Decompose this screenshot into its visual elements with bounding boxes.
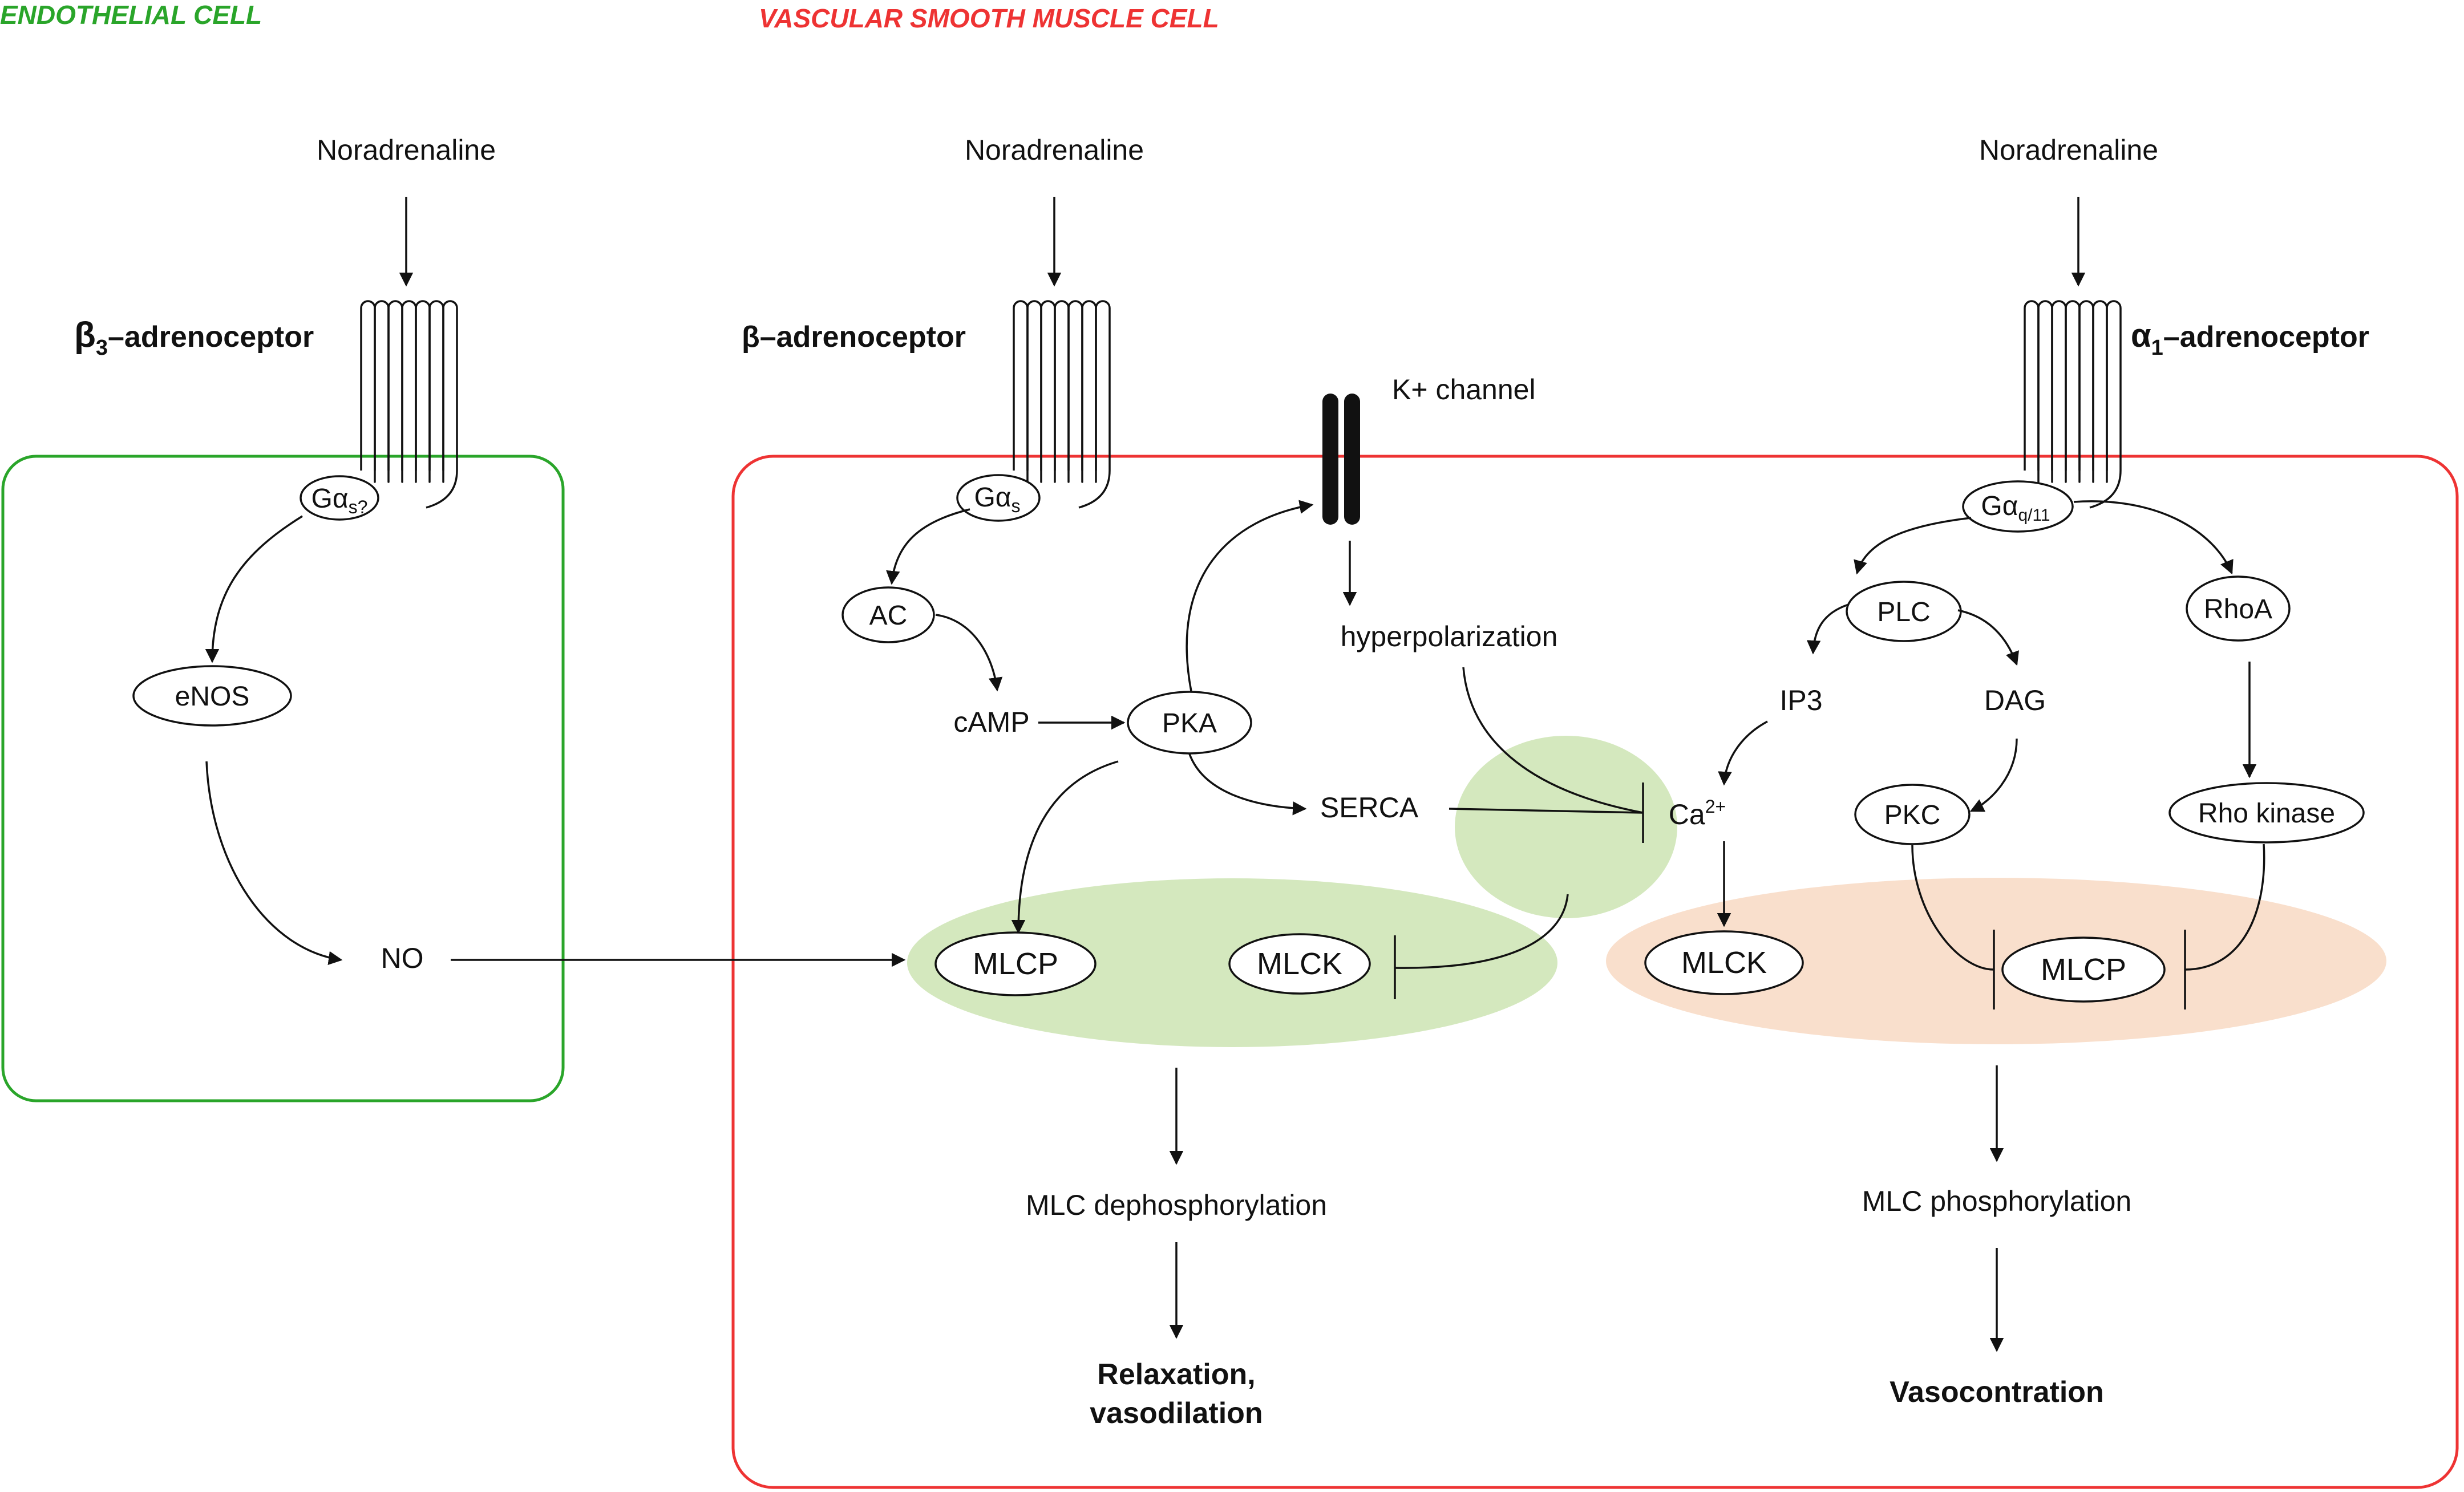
mlc-phosphorylation-label: MLC phosphorylation (1862, 1185, 2132, 1217)
arrow-ip3-ca (1718, 720, 1768, 786)
svg-text:Gαs?: Gαs? (311, 484, 368, 517)
svg-text:MLCP: MLCP (973, 947, 1058, 981)
transmembrane-helix (401, 300, 417, 483)
arrow-pka-serca (1188, 753, 1307, 816)
relaxation-label-line1: Relaxation, (1097, 1358, 1255, 1391)
endothelial-cell-title: ENDOTHELIAL CELL (0, 0, 262, 30)
rhoa-node: RhoA (2186, 575, 2291, 642)
arrow-pka-kchannel (1186, 500, 1314, 692)
svg-text:MLCK: MLCK (1681, 946, 1767, 980)
arrow-gaq-plc (1854, 517, 1972, 575)
beta-receptor-label: β–adrenoceptor (742, 321, 966, 354)
no-label: NO (381, 942, 424, 974)
pkc-node: PKC (1854, 784, 1971, 845)
transmembrane-helix (374, 300, 390, 483)
arrow-ac-camp (935, 614, 1003, 692)
transmembrane-helix (2065, 300, 2081, 483)
transmembrane-helix (2051, 300, 2067, 483)
k-channel-label: K+ channel (1392, 374, 1536, 406)
mlcp-contract-node: MLCP (2001, 936, 2166, 1003)
hyperpolarization-label: hyperpolarization (1341, 621, 1558, 652)
inhibit-pkc-mlcp (1911, 845, 1994, 971)
beta-receptor-icon (1013, 300, 1111, 509)
inhibit-rhokinase-mlcp (2184, 844, 2265, 971)
arrow-pka-mlcp (1011, 760, 1119, 934)
transmembrane-helix (2078, 300, 2094, 483)
transmembrane-helix (428, 300, 444, 483)
inhibit-ca-mlck-relax (1394, 894, 1569, 969)
camp-label: cAMP (953, 706, 1029, 738)
svg-text:PKC: PKC (1884, 800, 1941, 830)
mlc-dephosphorylation-label: MLC dephosphorylation (1026, 1189, 1327, 1221)
transmembrane-helix (1067, 300, 1083, 483)
alpha1-receptor-icon (2024, 300, 2122, 509)
beta3-receptor-icon (360, 300, 458, 509)
transmembrane-helix (1013, 300, 1029, 471)
svg-text:PLC: PLC (1877, 597, 1930, 627)
transmembrane-helix (1026, 300, 1042, 483)
plc-node: PLC (1846, 581, 1962, 642)
transmembrane-helix (387, 300, 403, 483)
svg-text:RhoA: RhoA (2204, 594, 2272, 625)
pka-node: PKA (1127, 691, 1252, 755)
inhibit-serca-ca (1449, 808, 1644, 814)
transmembrane-helix (1078, 300, 1111, 509)
transmembrane-helix (1081, 300, 1097, 483)
svg-text:Gαq/11: Gαq/11 (1981, 491, 2050, 525)
transmembrane-helix (415, 300, 431, 483)
beta3-receptor-label: β3–adrenoceptor (74, 315, 314, 360)
mlck-contract-node: MLCK (1644, 930, 1804, 995)
arrow-gaq-rhoa (2073, 500, 2234, 575)
dag-label: DAG (1984, 684, 2046, 716)
svg-text:AC: AC (869, 601, 908, 631)
noradrenaline-label-right: Noradrenaline (1979, 134, 2158, 166)
transmembrane-helix (2092, 300, 2108, 483)
ac-node: AC (841, 586, 935, 643)
arrow-dag-pkc (1969, 738, 2018, 812)
vsmc-outline (731, 455, 2459, 1489)
serca-label: SERCA (1320, 792, 1419, 824)
svg-text:eNOS: eNOS (175, 682, 250, 712)
noradrenaline-label-middle: Noradrenaline (965, 134, 1144, 166)
gas-question-node: Gαs? (300, 475, 379, 521)
endothelial-cell-outline (1, 455, 565, 1102)
transmembrane-helix (1040, 300, 1056, 483)
calcium-label: Ca2+ (1669, 796, 1726, 830)
rho-kinase-node: Rho kinase (2168, 782, 2365, 844)
gaq-node: Gαq/11 (1962, 480, 2074, 533)
transmembrane-helix (1054, 300, 1070, 483)
transmembrane-helix (2089, 300, 2122, 509)
transmembrane-helix (426, 300, 458, 509)
arrow-gas-enos (205, 515, 303, 663)
arrow-plc-ip3 (1806, 603, 1849, 655)
enos-node: eNOS (132, 665, 292, 727)
svg-text:Rho kinase: Rho kinase (2198, 798, 2335, 829)
arrow-gas-ac (886, 508, 970, 585)
vasocontraction-label: Vasocontration (1890, 1376, 2104, 1409)
relaxation-label-line2: vasodilation (1090, 1397, 1263, 1430)
svg-text:Gαs: Gαs (974, 483, 1020, 516)
arrow-enos-no (205, 761, 343, 966)
transmembrane-helix (2037, 300, 2053, 483)
svg-text:MLCK: MLCK (1257, 947, 1342, 981)
svg-text:PKA: PKA (1162, 708, 1217, 739)
ip3-label: IP3 (1779, 684, 1822, 716)
gas-node: Gαs (956, 474, 1041, 522)
transmembrane-helix (2024, 300, 2040, 471)
calcium-green-zone (1455, 736, 1677, 918)
contraction-zone (1606, 878, 2386, 1044)
noradrenaline-label-left: Noradrenaline (317, 134, 496, 166)
svg-text:MLCP: MLCP (2041, 952, 2126, 987)
transmembrane-helix (360, 300, 376, 471)
alpha1-receptor-label: α1–adrenoceptor (2131, 317, 2369, 360)
mlcp-relax-node: MLCP (934, 931, 1097, 996)
inhibit-hyperpolarization-ca (1462, 667, 1644, 814)
arrow-plc-dag (1957, 609, 2019, 666)
mlck-relax-node: MLCK (1228, 933, 1371, 995)
k-channel-icon (1322, 394, 1360, 525)
vsmc-title: VASCULAR SMOOTH MUSCLE CELL (759, 3, 1219, 33)
